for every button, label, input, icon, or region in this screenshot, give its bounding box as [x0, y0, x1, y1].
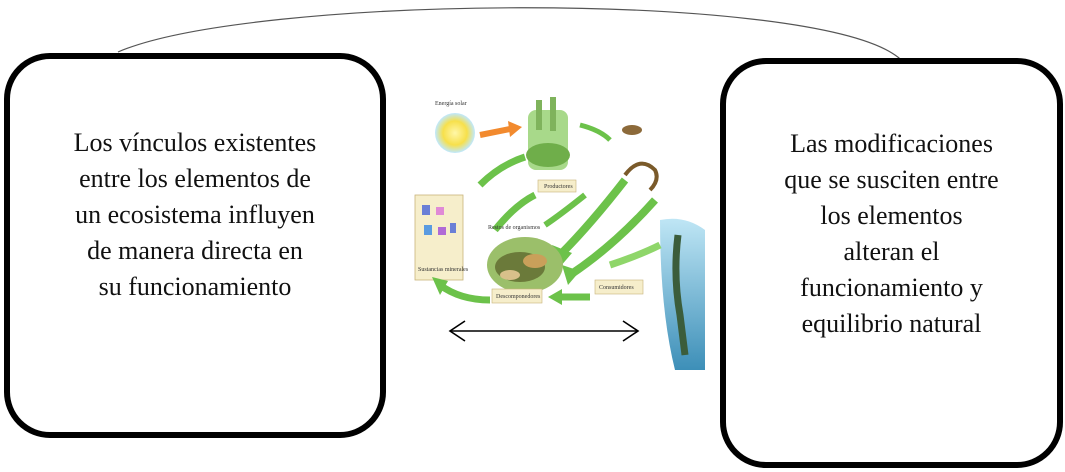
flow-arrow-2 — [567, 197, 658, 279]
decomposers-label: Descomponedores — [496, 294, 541, 300]
flow-arrow-6 — [543, 192, 587, 228]
decomposers-scene-icon — [487, 237, 563, 293]
lizard-icon — [623, 161, 659, 192]
producers-label: Productores — [544, 184, 573, 190]
double-arrow-icon — [448, 320, 640, 342]
grasshopper-icon — [622, 125, 642, 135]
sun-icon — [435, 113, 475, 153]
flow-arrow-7 — [437, 282, 491, 304]
consumers-label: Consumidores — [599, 285, 634, 291]
minerals-label: Sustancias minerales — [418, 267, 469, 273]
flow-arrow-1 — [557, 177, 629, 258]
energy-arrow — [479, 126, 511, 138]
flow-arrow-3 — [608, 241, 662, 269]
decomposers-scene-label: Restos de organismos — [488, 225, 541, 231]
minerals-box: Sustancias minerales — [414, 194, 469, 281]
left-box-text: Los vínculos existentes entre los elemen… — [73, 128, 317, 301]
flow-arrow-5 — [492, 191, 537, 233]
water-scene — [660, 218, 705, 370]
heron-icon — [672, 234, 689, 356]
right-concept-box: Las modificaciones que se susciten entre… — [720, 58, 1063, 468]
flow-arrow-4 — [477, 153, 527, 188]
producers-plant-icon — [526, 97, 570, 170]
ecosystem-cycle-diagram: Energía solar Productores Sustancias min… — [414, 97, 705, 370]
sun-label: Energía solar — [435, 101, 467, 107]
left-concept-box: Los vínculos existentes entre los elemen… — [4, 53, 386, 438]
right-box-text: Las modificaciones que se susciten entre… — [784, 129, 999, 338]
